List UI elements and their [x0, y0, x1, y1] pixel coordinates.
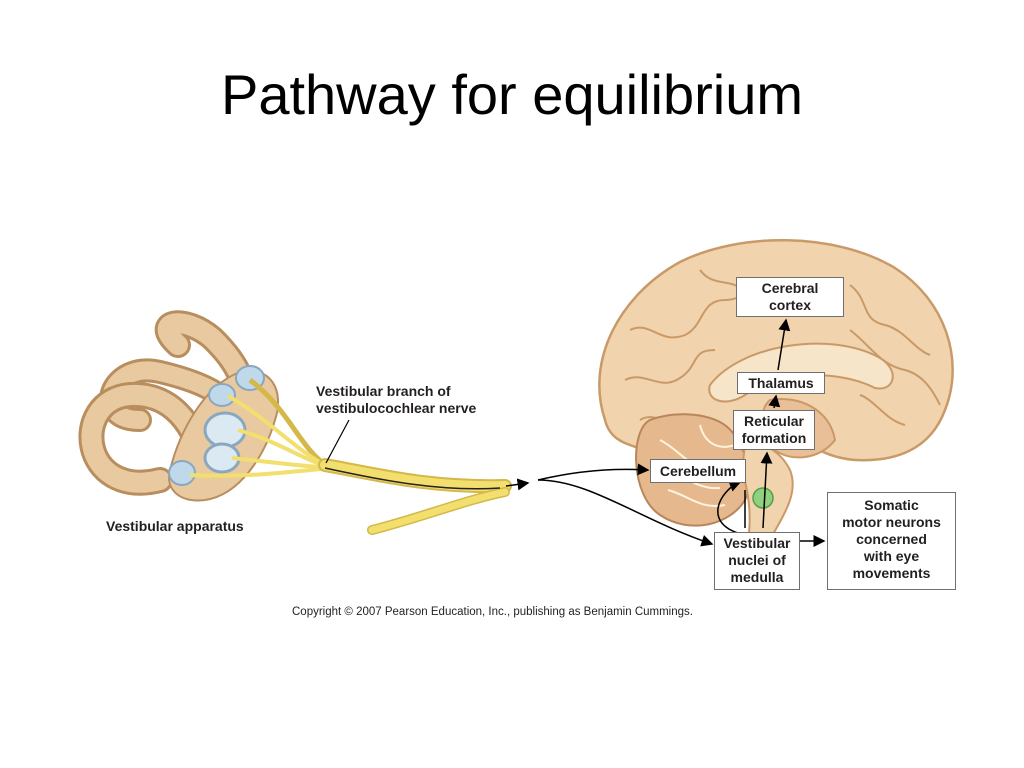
- vestibular-branch-label: Vestibular branch of vestibulocochlear n…: [316, 383, 477, 416]
- slide-title: Pathway for equilibrium: [220, 63, 804, 126]
- vestibular-apparatus-label: Vestibular apparatus: [106, 518, 244, 534]
- vestibular-apparatus-drawing: [78, 310, 280, 502]
- copyright-notice: Copyright © 2007 Pearson Education, Inc.…: [292, 606, 693, 618]
- pathway-arrows: [537, 318, 826, 547]
- vestibular-nerve-drawing: [189, 378, 512, 535]
- somatic-motor-neurons-box: Somatic motor neurons concerned with eye…: [827, 492, 956, 590]
- thalamus-box: Thalamus: [737, 372, 825, 394]
- cerebellum-box: Cerebellum: [650, 459, 746, 483]
- nerve-output-arrow: [505, 478, 530, 491]
- cerebral-cortex-box: Cerebral cortex: [736, 277, 844, 317]
- reticular-formation-box: Reticular formation: [733, 410, 815, 450]
- vestibular-nuclei-box: Vestibular nuclei of medulla: [714, 532, 800, 590]
